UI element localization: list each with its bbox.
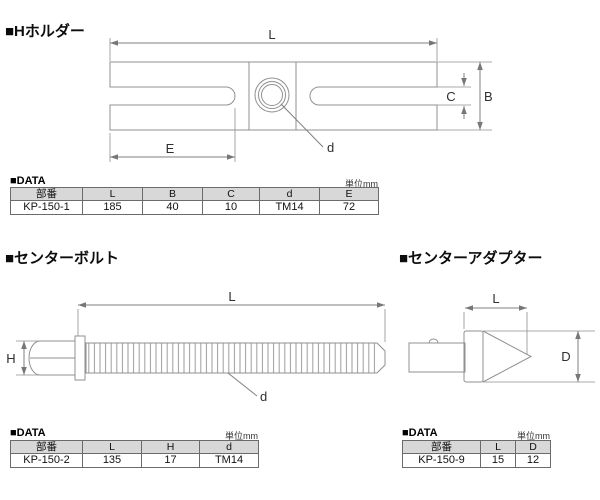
dim-label-d: d [260, 389, 267, 404]
unit-label: 単位mm [225, 431, 258, 441]
table-cell: KP-150-1 [10, 200, 83, 215]
table-cell: 10 [202, 200, 260, 215]
table-header-row: 部番 L D [402, 440, 551, 454]
unit-label: 単位mm [345, 179, 378, 189]
dim-label-d-diameter: D [561, 349, 570, 364]
center-bolt-data-table: 部番 L H d KP-150-2 135 17 TM14 [10, 440, 259, 468]
bolt-shaft [85, 342, 386, 374]
column-header: 部番 [402, 440, 481, 454]
column-header: d [199, 440, 259, 454]
column-header: B [142, 187, 203, 201]
data-table-label: ■DATA [10, 175, 46, 187]
data-table-label: ■DATA [10, 427, 46, 439]
table-cell: 135 [82, 453, 142, 468]
center-bolt-drawing: L H d [6, 289, 386, 404]
bolt-head [28, 340, 75, 376]
dim-label-l: L [228, 289, 235, 304]
column-header: 部番 [10, 440, 83, 454]
table-cell: KP-150-9 [402, 453, 481, 468]
column-header: D [515, 440, 551, 454]
column-header: d [259, 187, 320, 201]
table-row: KP-150-9 15 12 [402, 453, 551, 468]
detent-ball [428, 338, 439, 344]
table-header-row: 部番 L H d [10, 440, 259, 454]
h-holder-body [109, 61, 438, 131]
table-cell: 12 [515, 453, 551, 468]
center-adapter-data-table: 部番 L D KP-150-9 15 12 [402, 440, 551, 468]
bolt-flange [74, 335, 86, 381]
dim-label-l: L [492, 291, 499, 306]
section-title-center-bolt: ■センターボルト [5, 250, 120, 267]
column-header: L [82, 187, 143, 201]
column-header: L [480, 440, 516, 454]
dim-label-d: d [327, 140, 334, 155]
dim-label-b: B [484, 89, 493, 104]
column-header: L [82, 440, 142, 454]
d-leader-line [227, 372, 258, 397]
column-header: C [202, 187, 260, 201]
dim-label-c: C [446, 89, 455, 104]
table-row: KP-150-1 185 40 10 TM14 72 [10, 200, 379, 215]
d-leader-line [280, 103, 324, 148]
adapter-body [463, 330, 484, 383]
adapter-shaft [408, 342, 466, 373]
h-holder-drawing: L d C B [109, 27, 493, 162]
table-cell: 40 [142, 200, 203, 215]
table-cell: 185 [82, 200, 143, 215]
table-cell: 15 [480, 453, 516, 468]
table-header-row: 部番 L B C d E [10, 187, 379, 201]
dim-label-l: L [268, 27, 275, 42]
table-cell: KP-150-2 [10, 453, 83, 468]
section-title-h-holder: ■Hホルダー [5, 23, 85, 40]
h-holder-data-table: 部番 L B C d E KP-150-1 185 40 10 TM14 72 [10, 187, 379, 215]
bolt-tip [376, 342, 386, 374]
data-table-label: ■DATA [402, 427, 438, 439]
column-header: E [319, 187, 379, 201]
column-header: 部番 [10, 187, 83, 201]
table-cell: TM14 [259, 200, 320, 215]
table-cell: 17 [141, 453, 200, 468]
table-cell: TM14 [199, 453, 259, 468]
unit-label: 単位mm [517, 431, 550, 441]
adapter-cone [482, 330, 533, 383]
table-cell: 72 [319, 200, 379, 215]
section-title-center-adapter: ■センターアダプター [399, 250, 543, 267]
dim-label-e: E [166, 141, 175, 156]
table-row: KP-150-2 135 17 TM14 [10, 453, 259, 468]
center-hole [254, 77, 290, 113]
center-adapter-drawing: L D [408, 291, 595, 383]
dim-label-h: H [6, 351, 15, 366]
column-header: H [141, 440, 200, 454]
